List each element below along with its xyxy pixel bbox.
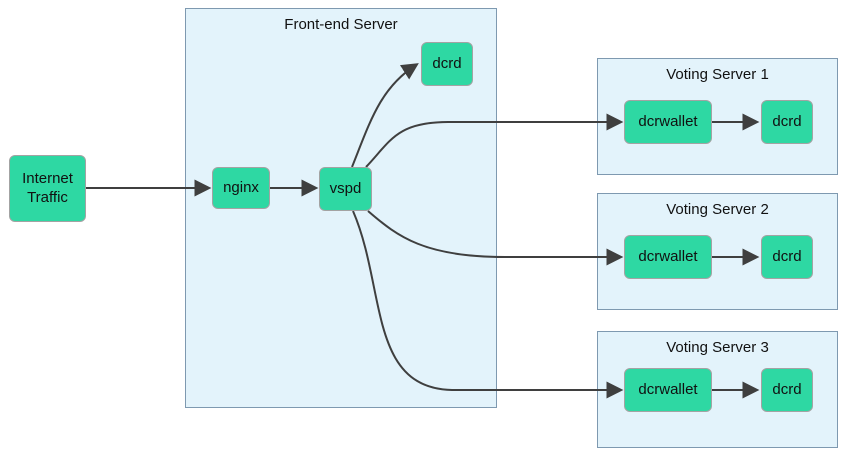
voting-server-1-dcrd-label: dcrd bbox=[772, 112, 802, 130]
voting-server-2-dcrd-node: dcrd bbox=[761, 235, 813, 279]
voting-server-3-dcrd-label: dcrd bbox=[772, 380, 802, 398]
internet-traffic-label-line2: Traffic bbox=[27, 188, 68, 206]
voting-server-1-dcrwallet-node: dcrwallet bbox=[624, 100, 712, 144]
frontend-server-title: Front-end Server bbox=[284, 16, 398, 33]
voting-server-1-dcrwallet-label: dcrwallet bbox=[638, 112, 698, 130]
voting-server-1-title: Voting Server 1 bbox=[666, 66, 769, 83]
voting-server-2-title: Voting Server 2 bbox=[666, 201, 769, 218]
voting-server-2-dcrwallet-node: dcrwallet bbox=[624, 235, 712, 279]
voting-server-2-dcrd-label: dcrd bbox=[772, 247, 802, 265]
nginx-label: nginx bbox=[223, 178, 259, 196]
voting-server-2-dcrwallet-label: dcrwallet bbox=[638, 247, 698, 265]
frontend-dcrd-label: dcrd bbox=[432, 54, 462, 72]
internet-traffic-label-line1: Internet bbox=[22, 169, 73, 187]
voting-server-3-title: Voting Server 3 bbox=[666, 339, 769, 356]
voting-server-3-dcrd-node: dcrd bbox=[761, 368, 813, 412]
vspd-label: vspd bbox=[329, 179, 362, 197]
voting-server-1-dcrd-node: dcrd bbox=[761, 100, 813, 144]
vspd-node: vspd bbox=[319, 167, 372, 211]
internet-traffic-node: Internet Traffic bbox=[9, 155, 86, 222]
voting-server-3-dcrwallet-label: dcrwallet bbox=[638, 380, 698, 398]
frontend-dcrd-node: dcrd bbox=[421, 42, 473, 86]
nginx-node: nginx bbox=[212, 167, 270, 209]
voting-server-3-dcrwallet-node: dcrwallet bbox=[624, 368, 712, 412]
